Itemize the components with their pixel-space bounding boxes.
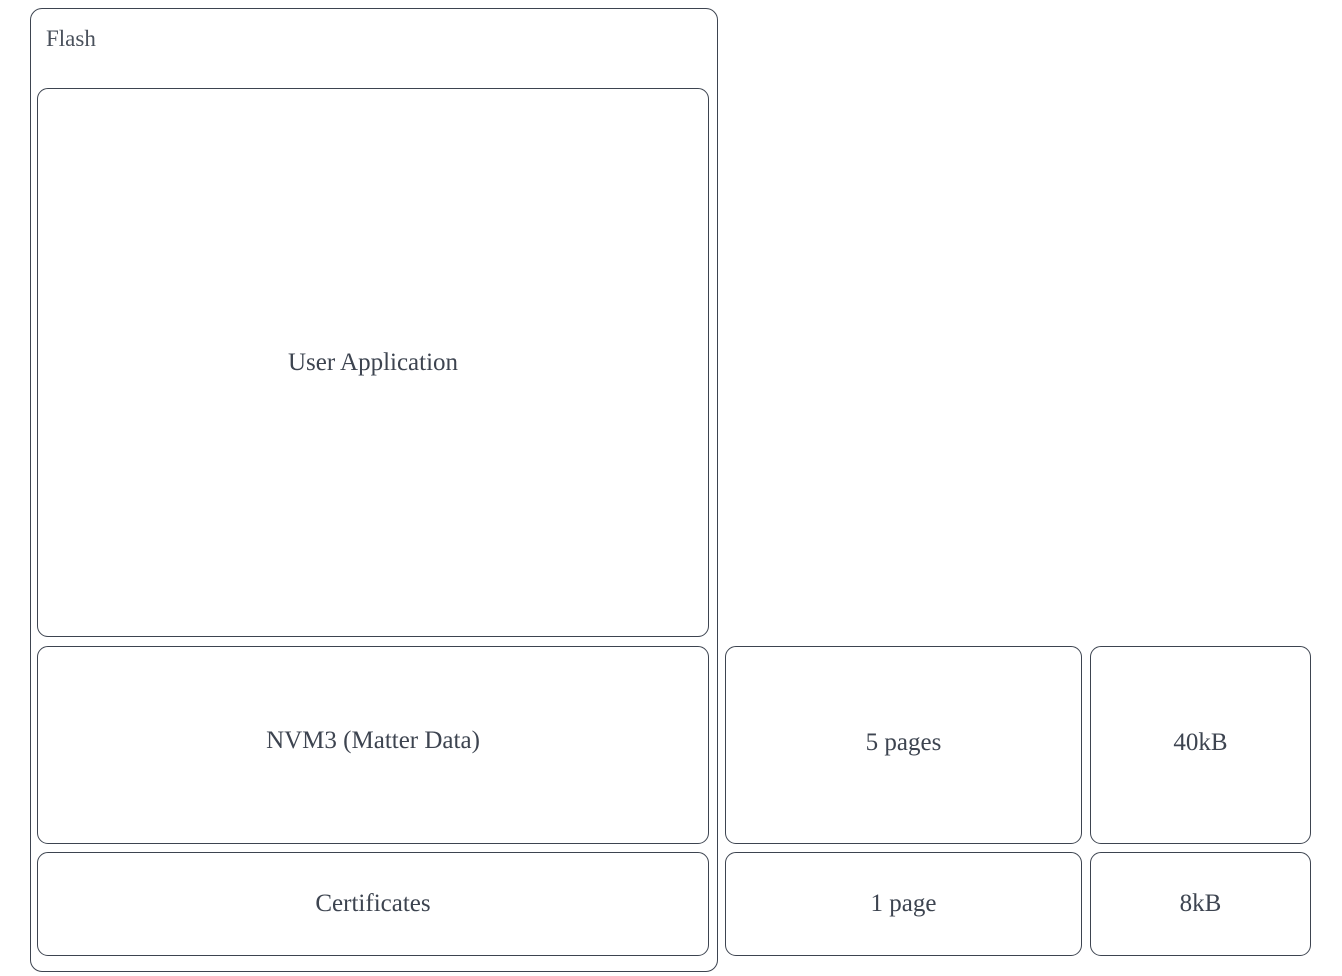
region-nvm3: NVM3 (Matter Data): [37, 646, 709, 844]
region-user-application-label: User Application: [287, 348, 459, 376]
region-certificates-label: Certificates: [315, 890, 431, 917]
metric-nvm3-pages: 5 pages: [725, 646, 1082, 844]
flash-container-title: Flash: [46, 26, 96, 51]
metric-certificates-pages: 1 page: [725, 852, 1082, 956]
metric-certificates-size: 8kB: [1090, 852, 1311, 956]
metric-certificates-size-label: 8kB: [1179, 890, 1222, 917]
metric-certificates-pages-label: 1 page: [870, 890, 937, 917]
region-certificates: Certificates: [37, 852, 709, 956]
region-nvm3-label: NVM3 (Matter Data): [266, 727, 480, 754]
metric-nvm3-pages-label: 5 pages: [865, 729, 942, 756]
metric-nvm3-size-label: 40kB: [1173, 729, 1228, 756]
metric-nvm3-size: 40kB: [1090, 646, 1311, 844]
region-user-application: User Application: [37, 88, 709, 637]
